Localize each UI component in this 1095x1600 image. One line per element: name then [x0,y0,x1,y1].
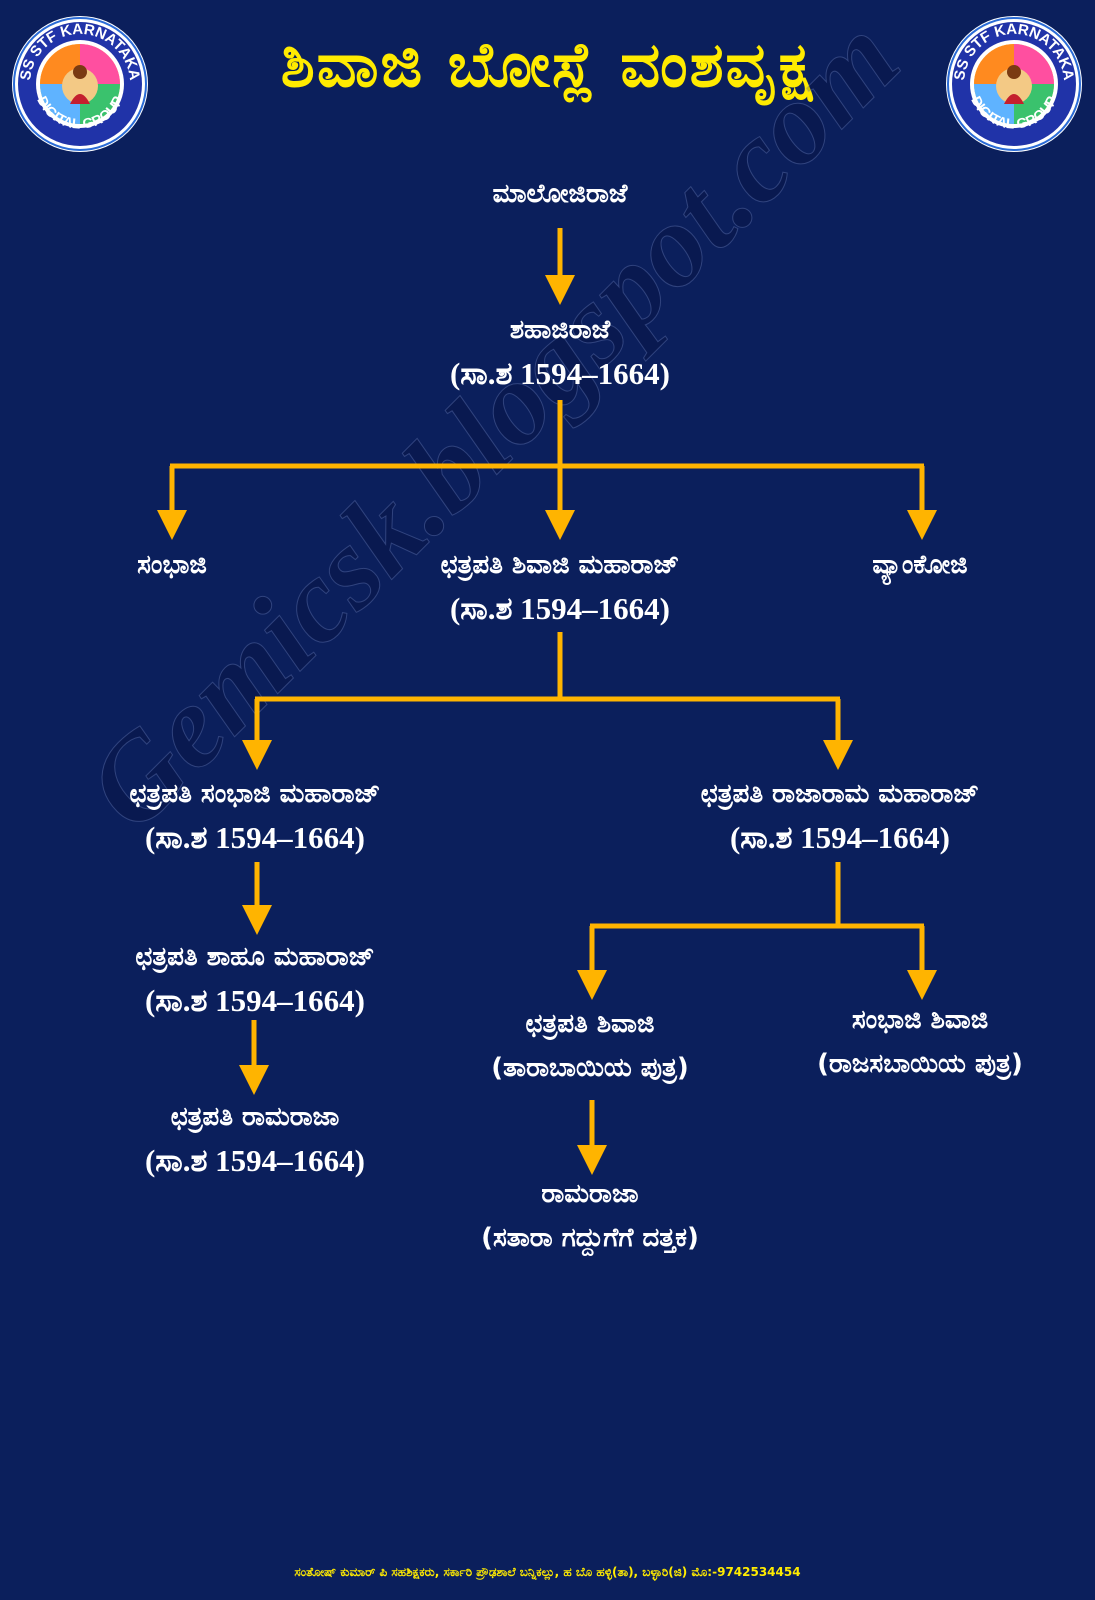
node-note: (ತಾರಾಬಾಯಿಯ ಪುತ್ರ) [491,1053,689,1083]
node-name: ಛತ್ರಪತಿ ಶಿವಾಜಿ ಮಹಾರಾಜ್ [440,550,680,580]
node-years: (ಸಾ.ಶ 1594–1664) [144,820,366,855]
node-shivaji2: ಛತ್ರಪತಿ ಶಿವಾಜಿ (ತಾರಾಬಾಯಿಯ ಪುತ್ರ) [420,1002,760,1090]
node-name: ಛತ್ರಪತಿ ರಾಜಾರಾಮ ಮಹಾರಾಜ್ [700,779,980,809]
node-years: (ಸಾ.ಶ 1594–1664) [144,983,366,1018]
node-name: ಸಂಭಾಜಿ [137,550,207,580]
node-note: (ಸತಾರಾ ಗದ್ದುಗೆಗೆ ದತ್ತಕ) [481,1223,699,1253]
node-name: ಛತ್ರಪತಿ ರಾಮರಾಜಾ [170,1102,340,1132]
node-shahaji: ಶಹಾಜಿರಾಜೆ (ಸಾ.ಶ 1594–1664) [360,308,760,396]
ss-stf-karnataka-logo-left: SS STF KARNATAKA DIGITAL GROUP [10,14,150,154]
node-years: (ಸಾ.ಶ 1594–1664) [144,1143,366,1178]
node-vyankoji: ವ್ಯಾಂಕೋಜಿ [820,543,1020,587]
node-ramaraja-right: ರಾಮರಾಜಾ (ಸತಾರಾ ಗದ್ದುಗೆಗೆ ದತ್ತಕ) [400,1172,780,1260]
node-years: (ಸಾ.ಶ 1594–1664) [449,356,671,391]
page-title: ಶಿವಾಜಿ ಬೋಸ್ಲೆ ವಂಶವೃಕ್ಷ [280,28,815,101]
node-name: ರಾಮರಾಜಾ [541,1179,639,1209]
node-rajaram: ಛತ್ರಪತಿ ರಾಜಾರಾಮ ಮಹಾರಾಜ್ (ಸಾ.ಶ 1594–1664) [610,772,1070,860]
footer-credit: ಸಂತೋಷ್ ಕುಮಾರ್ ಪಿ ಸಹಶಿಕ್ಷಕರು, ಸರ್ಕಾರಿ ಪ್ರ… [294,1565,801,1579]
node-name: ವ್ಯಾಂಕೋಜಿ [872,550,968,580]
node-sambhaji-shivaji: ಸಂಭಾಜಿ ಶಿವಾಜಿ (ರಾಜಸಬಾಯಿಯ ಪುತ್ರ) [760,998,1080,1086]
node-shivaji: ಛತ್ರಪತಿ ಶಿವಾಜಿ ಮಹಾರಾಜ್ (ಸಾ.ಶ 1594–1664) [340,543,780,631]
node-name: ಶಹಾಜಿರಾಜೆ [509,315,611,345]
node-name: ಮಾಲೋಜಿರಾಜೆ [492,179,628,209]
node-name: ಛತ್ರಪತಿ ಶಿವಾಜಿ [525,1009,655,1039]
node-maloji: ಮಾಲೋಜಿರಾಜೆ [410,172,710,216]
node-name: ಛತ್ರಪತಿ ಶಾಹೂ ಮಹಾರಾಜ್ [135,942,375,972]
node-sambhaji-maharaj: ಛತ್ರಪತಿ ಸಂಭಾಜಿ ಮಹಾರಾಜ್ (ಸಾ.ಶ 1594–1664) [40,772,470,860]
node-years: (ಸಾ.ಶ 1594–1664) [449,591,671,626]
node-years: (ಸಾ.ಶ 1594–1664) [729,820,951,855]
node-note: (ರಾಜಸಬಾಯಿಯ ಪುತ್ರ) [817,1049,1023,1079]
ss-stf-karnataka-logo-right: SS STF KARNATAKA DIGITAL GROUP [944,14,1084,154]
node-sambhaji: ಸಂಭಾಜಿ [72,543,272,587]
node-ramaraja-left: ಛತ್ರಪತಿ ರಾಮರಾಜಾ (ಸಾ.ಶ 1594–1664) [80,1095,430,1183]
node-shahu: ಛತ್ರಪತಿ ಶಾಹೂ ಮಹಾರಾಜ್ (ಸಾ.ಶ 1594–1664) [40,935,470,1023]
node-name: ಛತ್ರಪತಿ ಸಂಭಾಜಿ ಮಹಾರಾಜ್ [129,779,381,809]
node-name: ಸಂಭಾಜಿ ಶಿವಾಜಿ [851,1005,989,1035]
